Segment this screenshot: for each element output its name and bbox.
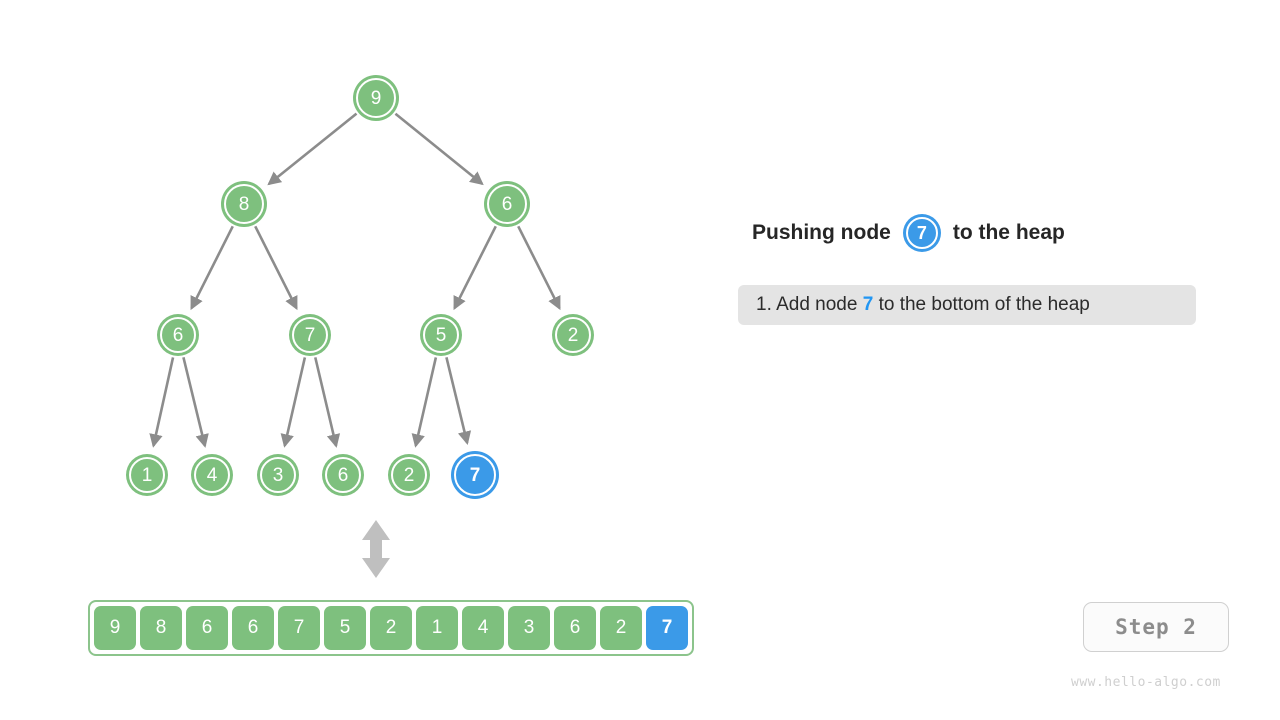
tree-node-label: 2: [567, 324, 579, 346]
tree-node-2-6: 2: [552, 314, 594, 356]
array-cell-7: 1: [416, 606, 458, 650]
tree-edge: [517, 225, 561, 311]
tree-node-6-10: 6: [322, 454, 364, 496]
double-arrow-icon: [362, 520, 390, 578]
array-cell-8: 4: [462, 606, 504, 650]
step-description-highlight: 7: [862, 294, 874, 315]
tree-edge: [254, 225, 298, 311]
tree-node-6-3: 6: [157, 314, 199, 356]
tree-edge: [190, 225, 234, 311]
info-panel: Pushing node 7 to the heap 1. Add node 7…: [738, 210, 1208, 325]
panel-title-prefix: Pushing node: [752, 221, 891, 244]
array-cell-11: 2: [600, 606, 642, 650]
step-description: 1. Add node 7 to the bottom of the heap: [738, 285, 1196, 325]
array-cell-2: 6: [186, 606, 228, 650]
tree-edge: [453, 225, 497, 311]
tree-edge: [314, 357, 341, 448]
array-cell-6: 2: [370, 606, 412, 650]
tree-edges: [149, 112, 561, 448]
panel-title-suffix: to the heap: [952, 221, 1065, 244]
tree-edge: [445, 357, 472, 445]
tree-node-3-9: 3: [257, 454, 299, 496]
tree-node-7-4: 7: [289, 314, 331, 356]
tree-node-label: 6: [172, 324, 184, 346]
tree-node-label: 2: [403, 464, 415, 486]
tree-edge: [182, 357, 209, 448]
array-cell-4: 7: [278, 606, 320, 650]
tree-edge: [394, 112, 484, 186]
tree-node-7-12: 7: [451, 451, 499, 499]
tree-edge: [280, 357, 307, 448]
tree-edge: [149, 357, 175, 448]
step-badge: Step 2: [1083, 602, 1229, 652]
tree-node-label: 3: [272, 464, 284, 486]
tree-edge: [267, 112, 358, 186]
step-description-prefix: 1. Add node: [756, 294, 858, 315]
tree-node-label: 4: [206, 464, 218, 486]
tree-node-label: 6: [501, 193, 513, 215]
tree-node-4-8: 4: [191, 454, 233, 496]
array-cell-3: 6: [232, 606, 274, 650]
tree-node-8-1: 8: [221, 181, 267, 227]
array-cell-10: 6: [554, 606, 596, 650]
tree-node-label: 5: [435, 324, 447, 346]
pushed-node-badge: 7: [902, 214, 941, 252]
pushed-node-value: 7: [916, 222, 927, 243]
tree-node-6-2: 6: [484, 181, 530, 227]
array-cell-12: 7: [646, 606, 688, 650]
badge-ring: [905, 217, 938, 249]
tree-edge: [411, 357, 438, 448]
tree-node-label: 1: [141, 464, 153, 486]
tree-node-1-7: 1: [126, 454, 168, 496]
step-description-suffix: to the bottom of the heap: [878, 294, 1090, 315]
watermark: www.hello-algo.com: [1071, 675, 1221, 690]
array-cell-5: 5: [324, 606, 366, 650]
step-badge-label: Step 2: [1115, 615, 1197, 639]
tree-node-label: 7: [304, 324, 316, 346]
array-cell-1: 8: [140, 606, 182, 650]
array-cell-9: 3: [508, 606, 550, 650]
panel-title: Pushing node 7 to the heap: [738, 210, 1208, 256]
tree-node-2-11: 2: [388, 454, 430, 496]
array-cell-0: 9: [94, 606, 136, 650]
tree-node-label: 7: [469, 464, 481, 486]
tree-node-9-0: 9: [353, 75, 399, 121]
tree-node-5-5: 5: [420, 314, 462, 356]
tree-node-label: 9: [370, 87, 382, 109]
tree-node-label: 8: [238, 193, 250, 215]
tree-node-label: 6: [337, 464, 349, 486]
